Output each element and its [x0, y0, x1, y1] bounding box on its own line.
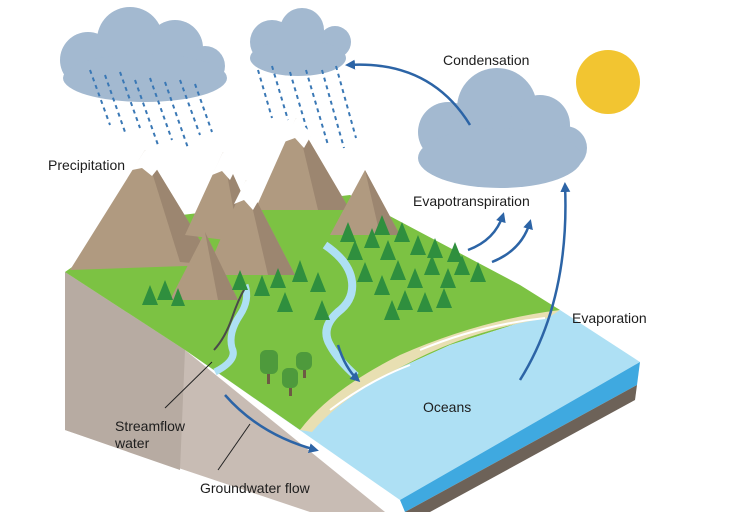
groundwater-arrow — [224, 394, 319, 454]
streamflow-leader — [164, 361, 213, 409]
river-left-bank — [213, 287, 246, 351]
evaporation-arrow — [518, 182, 571, 381]
forest — [142, 215, 486, 320]
river-left — [213, 283, 251, 376]
ocean-wave-1 — [419, 317, 546, 351]
sun — [576, 50, 640, 114]
evapotranspiration-arrow-2 — [491, 219, 533, 264]
label-streamflow-line2: water — [115, 435, 150, 451]
rain-cloud-right — [250, 8, 351, 76]
ocean-wave-2 — [329, 364, 411, 411]
mountains — [70, 118, 400, 300]
condensation-arrow — [345, 59, 472, 126]
ocean-side — [400, 362, 640, 512]
deciduous-trees — [260, 350, 312, 396]
groundwater-leader — [217, 423, 251, 471]
label-streamflow-line1: Streamflow — [115, 418, 186, 434]
rain-left — [89, 69, 213, 149]
ocean-floor — [405, 385, 637, 512]
rain-cloud-left — [60, 7, 227, 102]
label-evapotranspiration: Evapotranspiration — [413, 193, 530, 209]
ocean-surface — [185, 310, 640, 500]
evapotranspiration-arrow-1 — [467, 212, 506, 252]
label-groundwater: Groundwater flow — [200, 480, 310, 496]
river-main — [322, 241, 359, 379]
label-evaporation: Evaporation — [572, 310, 647, 326]
condensation-cloud — [418, 68, 587, 188]
soil-shadow — [65, 272, 185, 470]
label-oceans: Oceans — [423, 399, 472, 415]
streamflow-arrow — [336, 344, 361, 383]
label-condensation: Condensation — [443, 52, 530, 68]
label-precipitation: Precipitation — [48, 157, 126, 173]
